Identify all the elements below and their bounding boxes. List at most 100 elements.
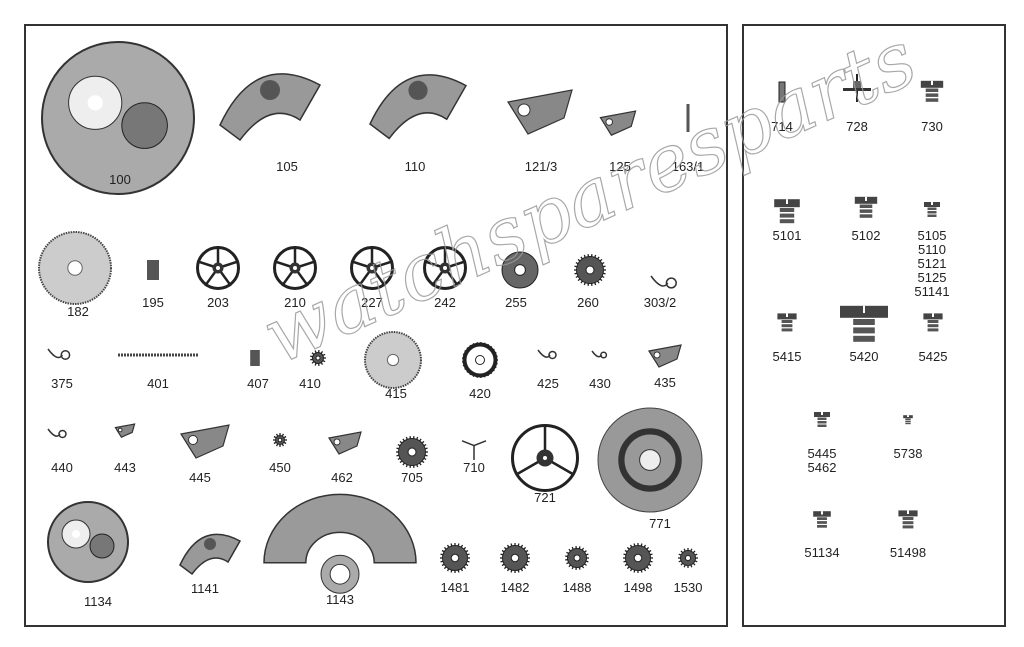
screw-part-icon (917, 307, 949, 344)
part-number-label: 445 (189, 470, 211, 485)
part-number-label: 182 (67, 304, 89, 319)
mainplate-part-icon (38, 38, 198, 203)
part-number-label: 260 (577, 295, 599, 310)
part-number-label: 5738 (893, 446, 923, 461)
large-gear-part-icon (35, 228, 115, 313)
lever-part-icon (321, 418, 369, 471)
part-number-label: 1498 (623, 580, 653, 595)
part-number-label: 5425 (918, 349, 948, 364)
part-number-label: 705 (401, 470, 423, 485)
part-number-label: 462 (331, 470, 353, 485)
part-number-label: 728 (846, 119, 868, 134)
lever-part-icon (641, 331, 689, 384)
screw-part-icon (918, 196, 946, 229)
part-number-label: 210 (284, 295, 306, 310)
gear-part-icon (674, 544, 702, 577)
small-lever-part-icon (109, 414, 141, 451)
ring-gear-part-icon (458, 338, 502, 387)
part-number-label: 730 (921, 119, 943, 134)
balance-part-icon (507, 420, 583, 501)
part-number-label: 110 (404, 159, 426, 174)
gear-part-icon (561, 542, 593, 579)
tiny-pinion-part-icon (243, 346, 267, 375)
part-number-label: 100 (109, 172, 131, 187)
jewel-part-icon (768, 78, 796, 111)
gear-part-icon (436, 539, 474, 582)
pallet-fork-part-icon (458, 432, 490, 469)
rotor-part-icon (260, 460, 420, 625)
screw-part-icon (808, 406, 836, 439)
barrel-disc-part-icon (594, 404, 706, 521)
staff-part-icon (839, 70, 875, 111)
part-number-label: 721 (534, 490, 556, 505)
part-number-label: 1134 (84, 594, 112, 609)
part-number-label: 430 (589, 376, 611, 391)
screw-part-icon (807, 505, 837, 540)
screw-part-icon (771, 307, 803, 344)
gear-part-icon (496, 539, 534, 582)
mainplate-part-icon (44, 498, 132, 591)
part-number-label: 203 (207, 295, 229, 310)
screw-part-icon (892, 504, 924, 541)
spoked-wheel-part-icon (269, 242, 321, 299)
part-number-label: 435 (654, 375, 676, 390)
spring-part-icon (44, 420, 72, 453)
screw-part-icon (767, 192, 807, 237)
part-number-label: 440 (51, 460, 73, 475)
part-number-label: 121/3 (524, 159, 558, 174)
gear-part-icon (619, 539, 657, 582)
part-number-label: 5102 (851, 228, 881, 243)
part-number-label: 1143 (326, 592, 354, 607)
part-number-label: 51498 (889, 545, 927, 560)
stem-part-icon (114, 311, 202, 404)
small-screw-part-icon (898, 410, 918, 435)
part-number-label: 255 (505, 295, 527, 310)
clip-part-icon (44, 339, 76, 376)
spring-part-icon (588, 343, 612, 372)
spoked-wheel-part-icon (419, 242, 471, 299)
part-number-label: 425 (537, 376, 559, 391)
small-lever-part-icon (592, 96, 644, 153)
bridge-part-icon (366, 48, 470, 157)
part-number-label: 1481 (440, 580, 470, 595)
part-number-label: 5445 5462 (807, 446, 837, 475)
part-number-label: 401 (147, 376, 169, 391)
bridge-part-icon (176, 516, 244, 589)
bridge-part-icon (216, 46, 324, 159)
spring-part-icon (647, 265, 683, 306)
part-number-label: 1482 (500, 580, 530, 595)
screw-part-icon (848, 190, 884, 231)
part-number-label: 1141 (191, 581, 219, 596)
screw-part-icon (914, 74, 950, 115)
part-number-label: 105 (276, 159, 298, 174)
pinion-part-icon (139, 256, 167, 289)
escape-wheel-part-icon (392, 432, 432, 477)
part-number-label: 5415 (772, 349, 802, 364)
part-number-label: 375 (51, 376, 73, 391)
gear-part-icon (570, 250, 610, 295)
part-number-label: 5420 (849, 349, 879, 364)
part-number-label: 420 (469, 386, 491, 401)
part-number-label: 410 (299, 376, 321, 391)
part-number-label: 303/2 (643, 295, 677, 310)
pin-part-icon (670, 100, 706, 141)
part-number-label: 450 (269, 460, 291, 475)
part-number-label: 443 (114, 460, 136, 475)
part-number-label: 227 (361, 295, 383, 310)
spring-part-icon (534, 341, 562, 374)
spoked-wheel-part-icon (346, 242, 398, 299)
part-number-label: 125 (609, 159, 631, 174)
lever-part-icon (171, 406, 239, 479)
part-number-label: 163/1 (671, 159, 705, 174)
part-number-label: 407 (247, 376, 269, 391)
part-number-label: 1488 (562, 580, 592, 595)
part-number-label: 51134 (804, 545, 840, 560)
part-number-label: 195 (142, 295, 164, 310)
part-number-label: 5105 5110 5121 5125 51141 (914, 228, 950, 299)
large-gear-part-icon (361, 328, 425, 397)
wide-screw-part-icon (836, 297, 892, 358)
part-number-label: 5101 (772, 228, 802, 243)
lever-part-icon (496, 66, 584, 159)
part-number-label: 1530 (673, 580, 703, 595)
part-number-label: 242 (434, 295, 456, 310)
